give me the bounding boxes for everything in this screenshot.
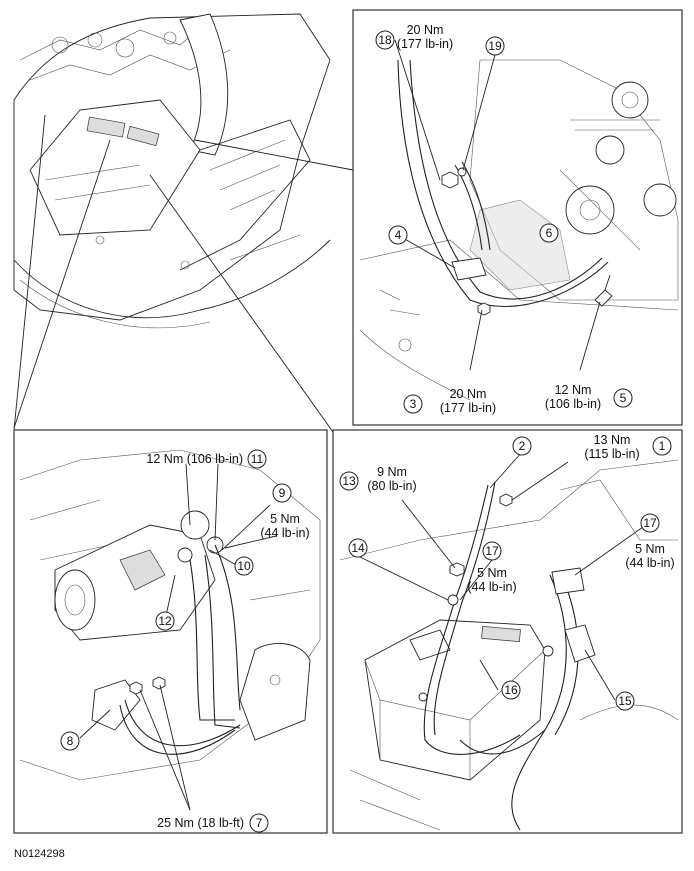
svg-text:12 Nm (106 lb-in): 12 Nm (106 lb-in) [146,452,243,466]
callout-19: 19 [485,36,505,56]
svg-text:7: 7 [256,816,263,830]
torque-label-5: 12 Nm (106 lb-in) [545,383,601,411]
callout-6: 6 [539,223,559,243]
torque-label-11: 12 Nm (106 lb-in) [146,452,243,466]
bolt-3 [477,302,491,316]
svg-text:9: 9 [279,486,286,500]
svg-text:15: 15 [618,694,632,708]
panel-battery-cable-detail [332,429,683,834]
svg-text:17: 17 [643,516,657,530]
svg-text:20 Nm: 20 Nm [407,23,444,37]
svg-text:4: 4 [395,228,402,242]
svg-text:11: 11 [251,452,264,466]
callout-7: 7 [249,813,269,833]
svg-text:(106 lb-in): (106 lb-in) [545,397,601,411]
svg-text:9 Nm: 9 Nm [377,465,407,479]
callout-8: 8 [60,731,80,751]
svg-text:(177 lb-in): (177 lb-in) [440,401,496,415]
svg-text:5 Nm: 5 Nm [477,566,507,580]
torque-label-1: 13 Nm (115 lb-in) [584,433,639,461]
figure-id: N0124298 [14,848,65,860]
svg-text:(177 lb-in): (177 lb-in) [397,37,453,51]
callout-13: 13 [339,471,359,491]
svg-text:(44 lb-in): (44 lb-in) [467,580,516,594]
callout-17-center: 17 [482,541,502,561]
svg-text:2: 2 [519,439,526,453]
callout-3: 3 [403,394,423,414]
torque-label-13: 9 Nm (80 lb-in) [367,465,416,493]
callout-4: 4 [388,225,408,245]
callout-1: 1 [652,436,672,456]
svg-text:(44 lb-in): (44 lb-in) [260,526,309,540]
svg-text:8: 8 [67,734,74,748]
svg-text:12 Nm: 12 Nm [555,383,592,397]
svg-text:19: 19 [488,39,502,53]
nut-2 [499,493,513,507]
svg-text:20 Nm: 20 Nm [450,387,487,401]
svg-text:3: 3 [410,397,417,411]
callout-18: 18 [375,30,395,50]
svg-text:16: 16 [504,683,518,697]
callout-9: 9 [272,483,292,503]
bolt-19 [441,171,459,189]
svg-text:10: 10 [237,559,251,573]
callout-5: 5 [613,388,633,408]
torque-label-17-right: 5 Nm (44 lb-in) [625,542,674,570]
callout-12: 12 [155,611,175,631]
torque-label-3: 20 Nm (177 lb-in) [440,387,496,415]
torque-label-7: 25 Nm (18 lb-ft) [157,816,244,830]
svg-text:5 Nm: 5 Nm [635,542,665,556]
svg-text:1: 1 [659,439,666,453]
svg-text:5: 5 [620,391,627,405]
svg-text:12: 12 [158,614,172,628]
svg-text:25 Nm (18 lb-ft): 25 Nm (18 lb-ft) [157,816,244,830]
svg-text:(44 lb-in): (44 lb-in) [625,556,674,570]
torque-label-18: 20 Nm (177 lb-in) [397,23,453,51]
svg-text:14: 14 [351,541,365,555]
svg-text:13 Nm: 13 Nm [594,433,631,447]
panel-starter-ground-detail [352,9,683,426]
svg-text:18: 18 [378,33,392,47]
torque-label-9: 5 Nm (44 lb-in) [260,512,309,540]
callout-14: 14 [348,538,368,558]
svg-text:13: 13 [342,474,356,488]
callout-2: 2 [512,436,532,456]
callout-15: 15 [615,691,635,711]
svg-text:(115 lb-in): (115 lb-in) [584,447,639,461]
svg-text:(80 lb-in): (80 lb-in) [367,479,416,493]
overview-vehicle-view [13,13,354,433]
svg-text:5 Nm: 5 Nm [270,512,300,526]
svg-text:6: 6 [546,226,553,240]
callout-16: 16 [501,680,521,700]
callout-10: 10 [234,556,254,576]
callout-17-right: 17 [640,513,660,533]
svg-text:17: 17 [485,544,499,558]
callout-11: 11 [247,449,267,469]
torque-label-17-center: 5 Nm (44 lb-in) [467,566,516,594]
